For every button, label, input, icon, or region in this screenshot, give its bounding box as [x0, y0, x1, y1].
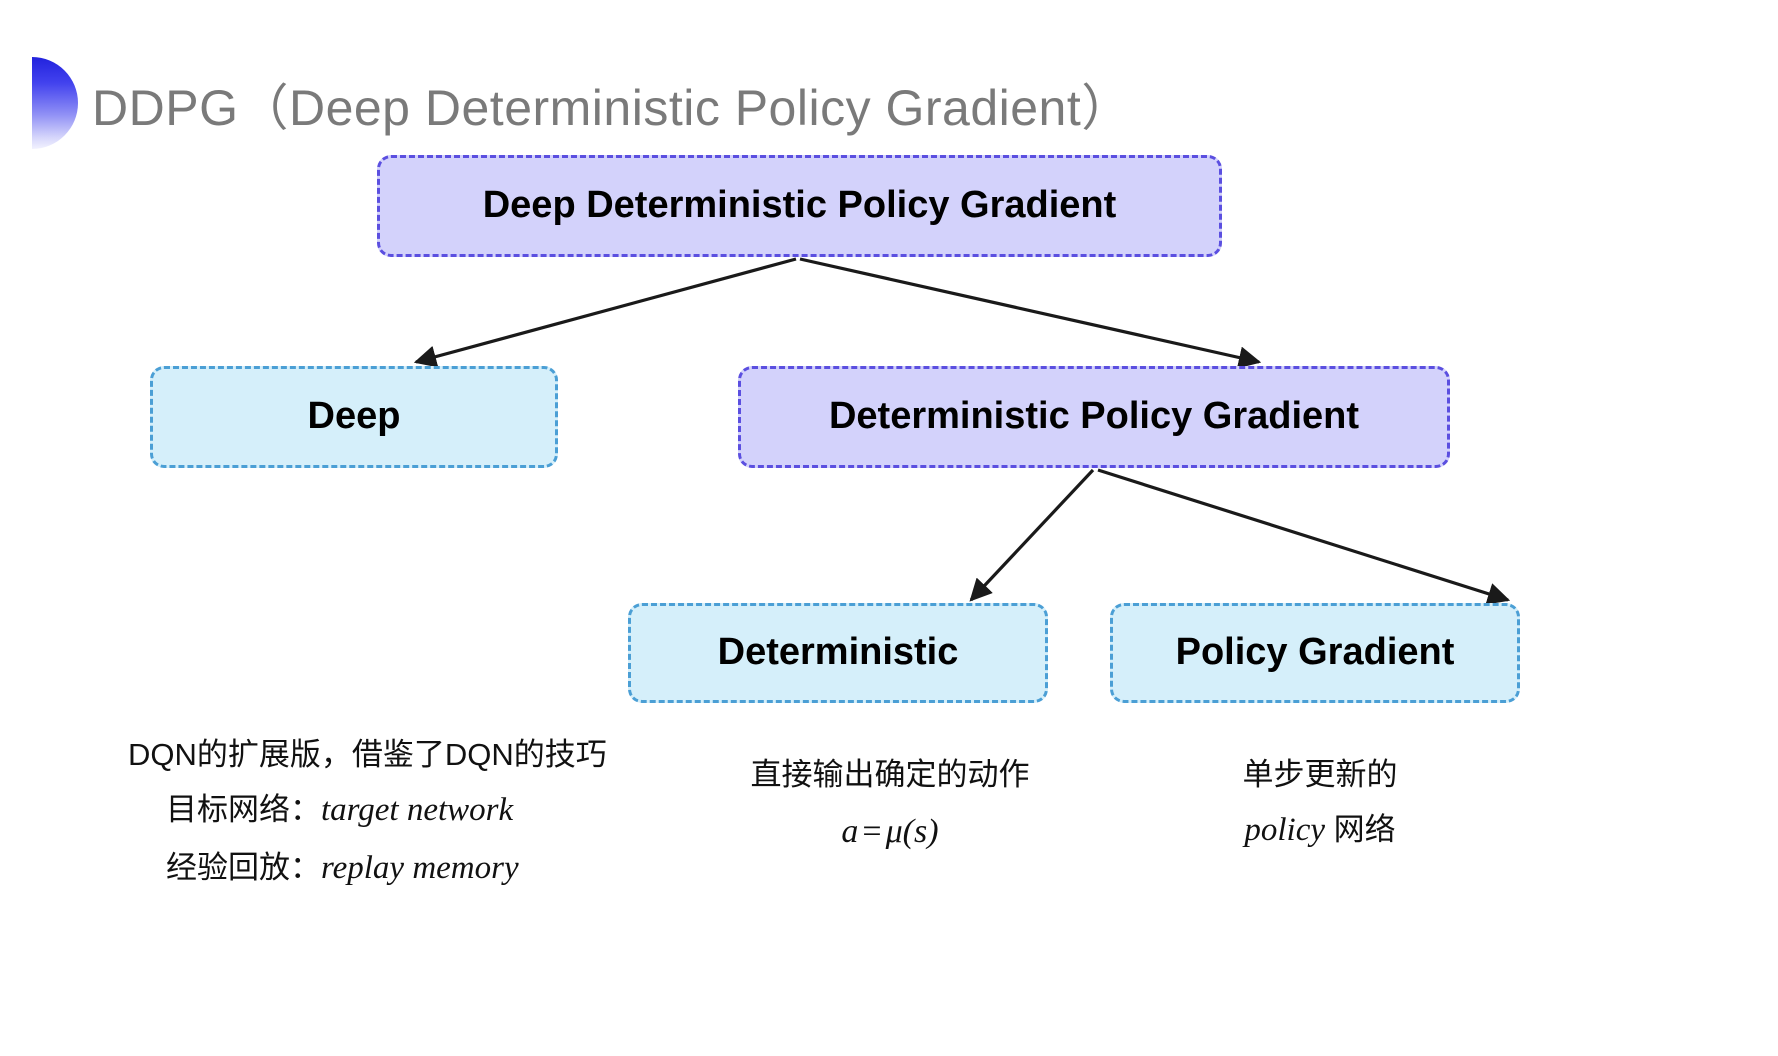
- edge-dpg-to-policy-gradient: [1097, 468, 1511, 605]
- annotation-deterministic-line1: 直接输出确定的动作: [750, 757, 1030, 792]
- formula-operator: =: [862, 813, 882, 851]
- formula-lhs: a: [841, 813, 859, 851]
- slide-bottom-margin: [0, 1030, 1778, 1056]
- edge-root-to-dpg: [799, 257, 1262, 369]
- annotation-policy-gradient-term: policy: [1244, 812, 1325, 849]
- annotation-deep-line3-label: 经验回放：: [166, 850, 321, 885]
- annotation-policy-gradient-suffix: 网络: [1325, 812, 1396, 848]
- slide-left-margin: [0, 0, 30, 1056]
- node-policy-gradient[interactable]: Policy Gradient: [1110, 603, 1520, 703]
- annotation-policy-gradient-line1: 单步更新的: [1242, 757, 1398, 792]
- annotation-deterministic: 直接输出确定的动作 a=μ(s): [700, 748, 1080, 862]
- annotation-deep-line1: DQN的扩展版，借鉴了DQN的技巧: [128, 737, 607, 772]
- annotation-deep: DQN的扩展版，借鉴了DQN的技巧 目标网络：target network 经验…: [128, 728, 607, 898]
- annotation-policy-gradient-line2: policy 网络: [1150, 802, 1490, 860]
- node-deep[interactable]: Deep: [150, 366, 558, 468]
- annotation-deep-line2: 目标网络：target network: [128, 782, 607, 840]
- annotation-policy-gradient: 单步更新的 policy 网络: [1150, 748, 1490, 860]
- node-deterministic[interactable]: Deterministic: [628, 603, 1048, 703]
- page-title: DDPG（Deep Deterministic Policy Gradient）: [92, 80, 1132, 136]
- annotation-deep-line3: 经验回放：replay memory: [128, 840, 607, 898]
- node-deterministic-policy-gradient[interactable]: Deterministic Policy Gradient: [738, 366, 1450, 468]
- edge-dpg-to-deterministic: [969, 468, 1095, 602]
- annotation-deep-line2-term: target network: [321, 792, 514, 829]
- half-circle-gradient-icon: [32, 57, 78, 149]
- annotation-deep-line2-label: 目标网络：: [166, 792, 321, 828]
- edge-root-to-deep: [413, 257, 797, 368]
- annotation-deep-line3-term: replay memory: [321, 850, 519, 886]
- formula-rhs: μ(s): [885, 813, 939, 851]
- annotation-deterministic-formula: a=μ(s): [700, 802, 1080, 862]
- node-root[interactable]: Deep Deterministic Policy Gradient: [377, 155, 1222, 257]
